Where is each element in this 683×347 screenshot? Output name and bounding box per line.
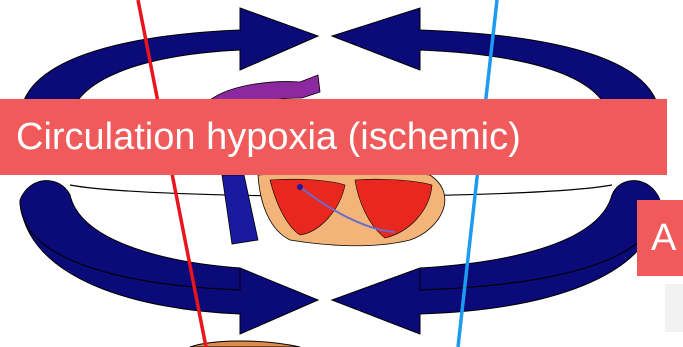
- vena-cava: [222, 175, 258, 244]
- heart-node-dot: [297, 184, 303, 190]
- side-ghost-box: [665, 284, 683, 332]
- arrow-bottom-right-inner: [420, 181, 660, 290]
- arrow-bottom-left-inner: [20, 181, 240, 290]
- side-label-box: A: [637, 200, 683, 276]
- title-banner: Circulation hypoxia (ischemic): [0, 99, 667, 175]
- slide-title: Circulation hypoxia (ischemic): [16, 118, 521, 156]
- side-label-text: A: [651, 219, 676, 257]
